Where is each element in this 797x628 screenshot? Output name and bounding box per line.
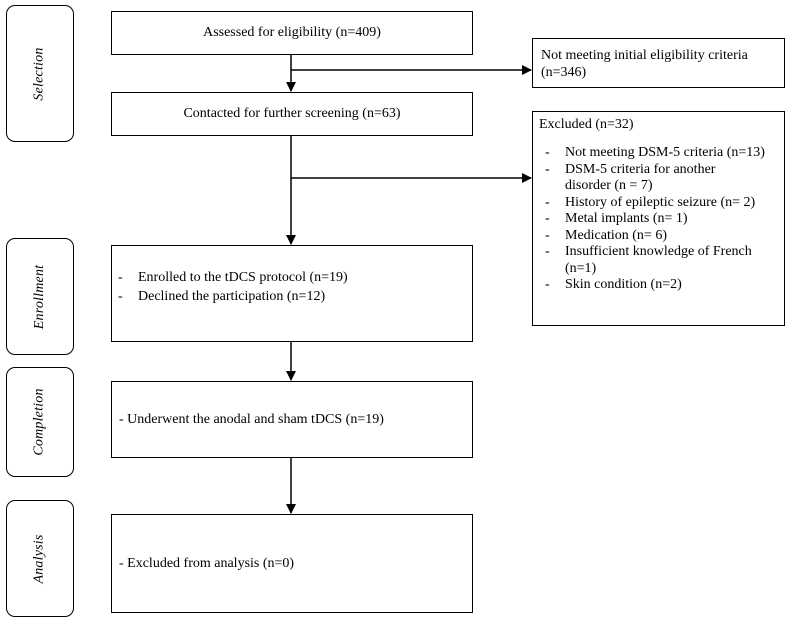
excluded-title: Excluded (n=32): [539, 117, 634, 132]
completion-text: - Underwent the anodal and sham tDCS (n=…: [119, 412, 384, 427]
excluded-item: Not meeting DSM-5 criteria (n=13): [539, 145, 784, 162]
enrollment-item: Enrolled to the tDCS protocol (n=19): [112, 268, 472, 287]
not-meeting-line1: Not meeting initial eligibility criteria: [541, 48, 748, 63]
stage-completion: Completion: [6, 367, 74, 477]
excluded-item: Medication (n= 6): [539, 228, 784, 245]
stage-enrollment: Enrollment: [6, 238, 74, 355]
excluded-item: Insufficient knowledge of French (n=1): [539, 244, 784, 277]
not-meeting-line2: (n=346): [541, 65, 587, 80]
enrollment-item: Declined the participation (n=12): [112, 287, 472, 306]
contacted-text: Contacted for further screening (n=63): [183, 106, 401, 121]
analysis-box: - Excluded from analysis (n=0): [111, 514, 473, 613]
excluded-item: Skin condition (n=2): [539, 277, 784, 294]
stage-analysis-label: Analysis: [31, 533, 47, 584]
analysis-text: - Excluded from analysis (n=0): [119, 556, 295, 571]
stage-enrollment-label: Enrollment: [31, 264, 47, 329]
excluded-item: History of epileptic seizure (n= 2): [539, 195, 784, 212]
stage-selection-label: Selection: [32, 46, 47, 101]
excluded-list: Not meeting DSM-5 criteria (n=13) DSM-5 …: [539, 145, 784, 294]
enrollment-box: Enrolled to the tDCS protocol (n=19) Dec…: [111, 245, 473, 342]
stage-completion-label: Completion: [32, 388, 47, 456]
excluded-item: DSM-5 criteria for another disorder (n =…: [539, 162, 784, 195]
stage-analysis: Analysis: [6, 500, 74, 617]
contacted-box: Contacted for further screening (n=63): [111, 92, 473, 136]
not-meeting-box: Not meeting initial eligibility criteria…: [532, 38, 785, 88]
enrollment-list: Enrolled to the tDCS protocol (n=19) Dec…: [112, 268, 472, 306]
assessed-box: Assessed for eligibility (n=409): [111, 11, 473, 55]
assessed-text: Assessed for eligibility (n=409): [203, 25, 381, 40]
excluded-item: Metal implants (n= 1): [539, 211, 784, 228]
completion-box: - Underwent the anodal and sham tDCS (n=…: [111, 381, 473, 458]
stage-selection: Selection: [6, 5, 74, 142]
excluded-box: Excluded (n=32) Not meeting DSM-5 criter…: [532, 111, 785, 326]
